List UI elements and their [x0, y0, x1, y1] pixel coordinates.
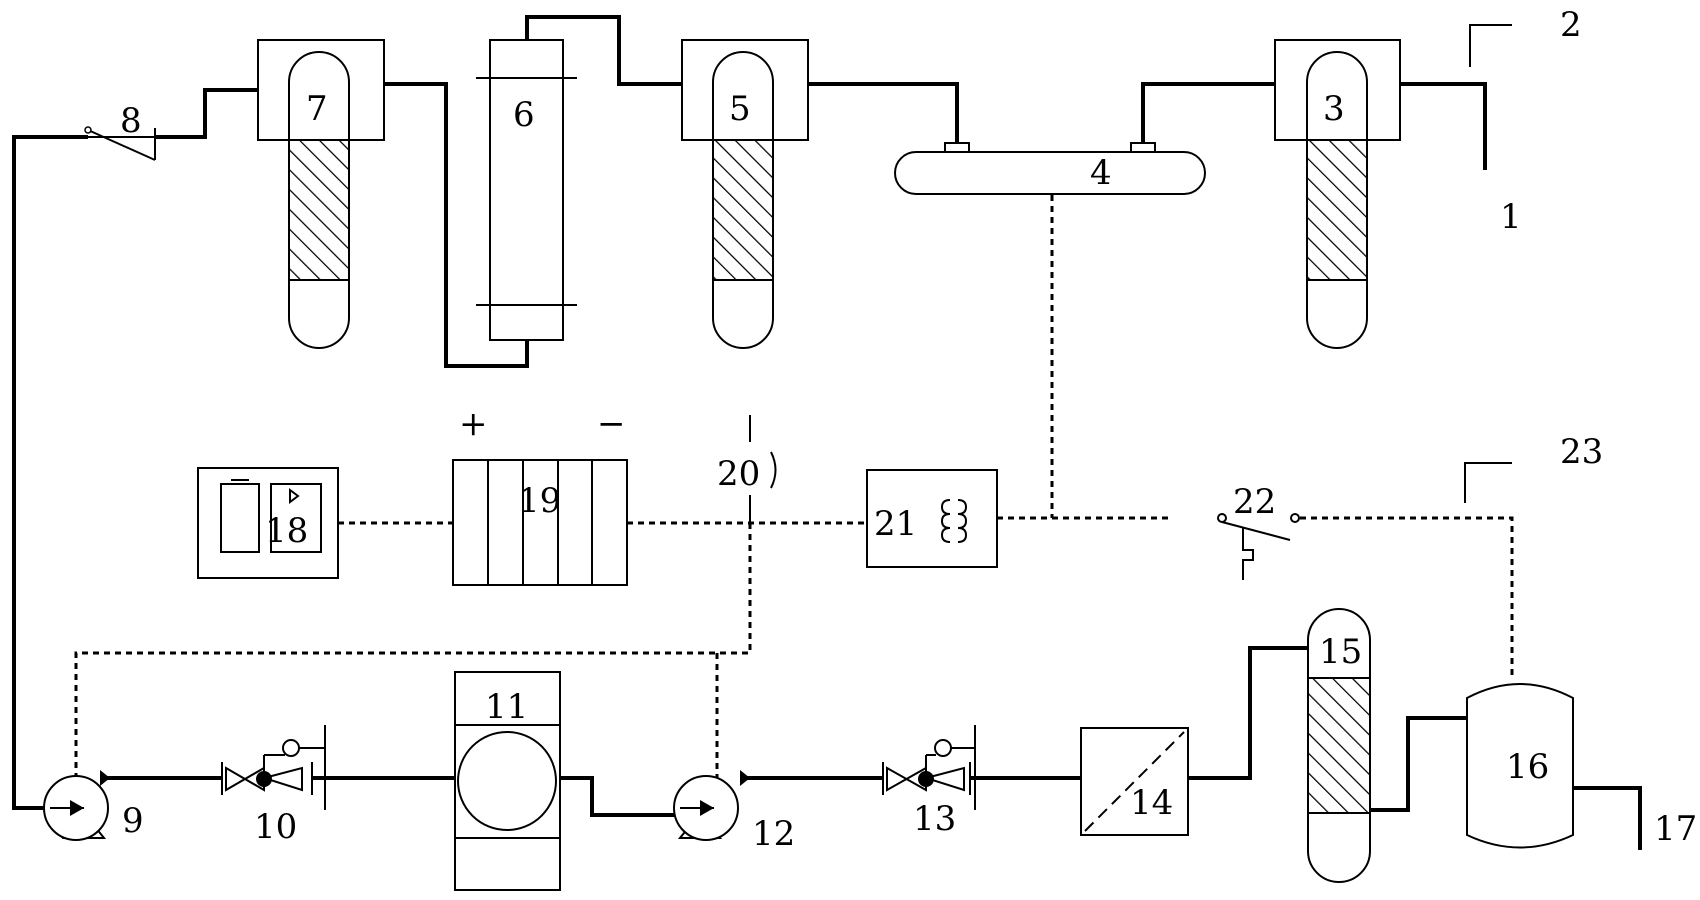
label-4: 4	[1090, 153, 1112, 193]
label-17: 17	[1654, 809, 1697, 849]
valve-10	[221, 725, 326, 810]
controller-18	[197, 467, 339, 579]
signal-lines	[74, 195, 1514, 782]
unit-11	[454, 671, 561, 891]
pump-12	[673, 770, 750, 841]
label-2: 2	[1560, 5, 1582, 45]
tank-4	[894, 142, 1206, 195]
label-22: 22	[1233, 482, 1276, 522]
label-6: 6	[513, 95, 535, 135]
filter-14	[1080, 727, 1189, 836]
column-7	[257, 39, 385, 349]
label-10: 10	[254, 807, 297, 847]
label-11: 11	[485, 687, 528, 727]
label-1: 1	[1500, 197, 1522, 237]
check-valve-8	[84, 126, 156, 161]
transformer-21	[866, 469, 998, 568]
battery-stack-19	[452, 459, 628, 586]
reference-markers	[1464, 24, 1512, 503]
label-18: 18	[265, 511, 308, 551]
pump-9	[43, 770, 110, 841]
label-5: 5	[729, 89, 751, 129]
label-23: 23	[1560, 432, 1603, 472]
label-9: 9	[122, 801, 144, 841]
label-3: 3	[1323, 89, 1345, 129]
label-8: 8	[120, 101, 142, 141]
column-3	[1274, 39, 1401, 349]
vessel-16	[1466, 683, 1574, 849]
label-7: 7	[306, 89, 328, 129]
label-19: 19	[518, 481, 561, 521]
label-14: 14	[1130, 783, 1173, 823]
label-16: 16	[1506, 747, 1549, 787]
cooler-6	[476, 39, 577, 341]
label-minus: −	[597, 404, 626, 444]
label-20: 20	[717, 454, 760, 494]
label-21: 21	[874, 504, 917, 544]
label-plus: +	[459, 404, 488, 444]
column-15	[1307, 608, 1371, 883]
switch-22	[1217, 513, 1300, 580]
pipe-lines	[12, 15, 1642, 850]
column-5	[681, 39, 809, 349]
valve-13	[882, 725, 976, 810]
label-13: 13	[913, 799, 956, 839]
sensor-20	[749, 415, 777, 523]
component-labels: 1 2 3 4 5 6 7 8 9 10 11 12 13 14 15 16 1…	[120, 5, 1697, 854]
label-15: 15	[1319, 632, 1362, 672]
label-12: 12	[752, 814, 795, 854]
